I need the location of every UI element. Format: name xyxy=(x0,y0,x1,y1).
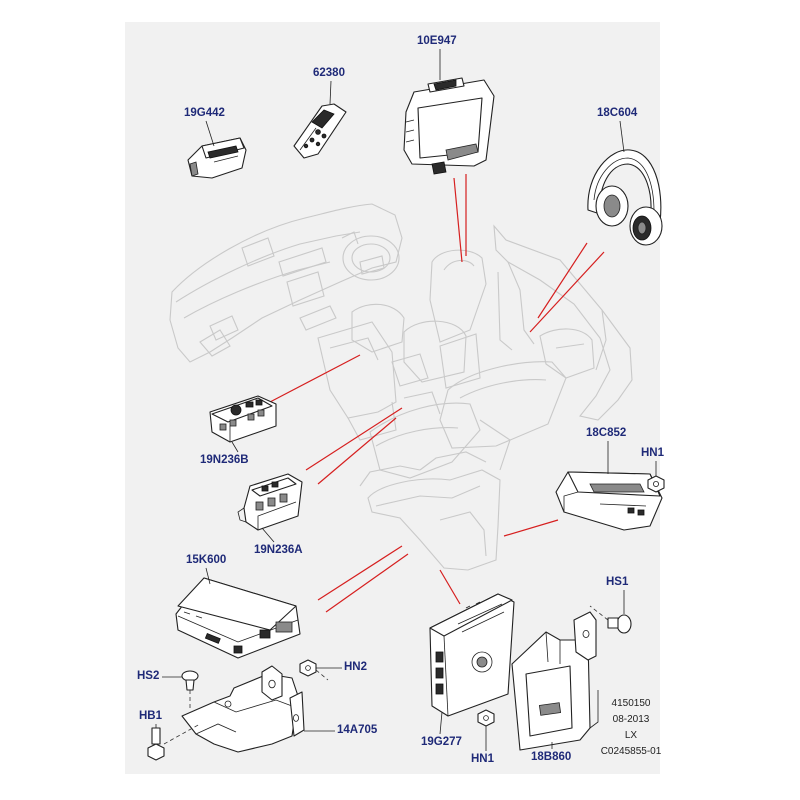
footer-illustration-number: 4150150 xyxy=(611,698,651,709)
callout-62380: 62380 xyxy=(313,67,345,79)
callout-hn1-lower: HN1 xyxy=(471,753,495,765)
part-hn1-nut-lower[interactable] xyxy=(477,709,495,727)
callout-hs2: HS2 xyxy=(137,670,160,682)
part-15k600-module[interactable] xyxy=(175,577,301,659)
part-hn1-nut-upper[interactable] xyxy=(647,475,665,493)
callout-hn2: HN2 xyxy=(344,661,368,673)
leader-lines xyxy=(269,174,605,613)
part-19g442-module[interactable] xyxy=(187,137,247,179)
callout-hb1: HB1 xyxy=(139,710,163,722)
callout-hs1: HS1 xyxy=(606,576,629,588)
footer-date: 08-2013 xyxy=(612,714,650,725)
callout-14a705: 14A705 xyxy=(337,724,378,736)
part-10e947-display[interactable] xyxy=(403,77,495,175)
part-18c852-module[interactable] xyxy=(555,471,663,531)
callout-10e947: 10E947 xyxy=(417,35,457,47)
callout-18b860: 18B860 xyxy=(531,751,572,763)
part-19n236b-switch-pack[interactable] xyxy=(209,395,277,443)
part-18c604-headphones[interactable] xyxy=(587,149,663,246)
part-19n236a-switch-pack[interactable] xyxy=(237,473,303,531)
part-19g277-module[interactable] xyxy=(429,593,515,717)
part-hn2-nut[interactable] xyxy=(299,659,329,681)
part-18b860-bracket[interactable] xyxy=(511,611,599,751)
callout-18c852: 18C852 xyxy=(586,427,627,439)
callout-19g277: 19G277 xyxy=(421,736,462,748)
callout-18c604: 18C604 xyxy=(597,107,638,119)
part-hs1-screw[interactable] xyxy=(589,605,632,634)
callout-15k600: 15K600 xyxy=(186,554,227,566)
part-hs2-screw[interactable] xyxy=(181,670,199,708)
callout-hn1-upper: HN1 xyxy=(641,447,665,459)
part-hb1-bolt[interactable] xyxy=(147,723,201,761)
part-14a705-bracket[interactable] xyxy=(181,665,305,753)
footer-model-code: LX xyxy=(624,730,638,741)
footer-reference-code: C0245855-01 xyxy=(600,746,662,757)
callout-19g442: 19G442 xyxy=(184,107,225,119)
part-62380-remote[interactable] xyxy=(293,103,347,159)
callout-19n236b: 19N236B xyxy=(200,454,249,466)
vehicle-interior-ghost xyxy=(169,203,633,571)
callout-19n236a: 19N236A xyxy=(254,544,303,556)
